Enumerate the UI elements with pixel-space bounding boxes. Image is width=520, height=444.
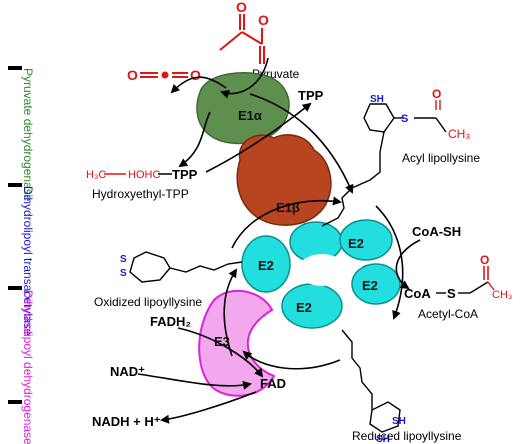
arrow-fadh2-to-fad: [177, 327, 264, 378]
reaction-arrows: [137, 57, 421, 424]
side-bar: [8, 400, 22, 404]
reduced-lipoyllysine-label: Reduced lipoyllysine: [352, 429, 462, 443]
co2-structure: O O: [127, 67, 201, 83]
side-label-dlat: Dihydrolipoyl transacetylase: [21, 186, 35, 336]
e2-complex: [241, 219, 401, 329]
pyruvate-oxygen-right: O: [258, 12, 269, 28]
side-label-pdh: Pyruvate dehydrogenase: [21, 68, 35, 202]
e2-label-right: E2: [362, 278, 378, 293]
acyl-s-label: S: [401, 113, 408, 125]
fadh2-label: FADH₂: [150, 314, 191, 329]
arrow-cycle-right: [375, 205, 404, 320]
arrow-pyruvate-in: [220, 57, 269, 99]
lipoyl-arm-bottom: [341, 329, 373, 410]
e3-label: E3: [214, 334, 230, 349]
acyl-ch3: CH₃: [448, 127, 470, 141]
reduced-sh-top: SH: [392, 416, 406, 427]
acetyl-coa-ch3: CH₃: [492, 289, 512, 301]
acetyl-coa-bond-3: [469, 281, 489, 294]
acyl-oxygen: O: [432, 87, 441, 101]
acyl-lipoyl-ring: [363, 100, 447, 153]
side-label-dld: Dihydrolipoyl dehydrogenase: [21, 290, 35, 444]
acyl-lipoyllysine-label: Acyl lipollysine: [402, 151, 480, 165]
acetyl-coa-bond-4: [487, 281, 495, 291]
arrow-co2-out: [170, 76, 227, 94]
side-bar: [8, 286, 22, 290]
arrow-cycle-bottom: [242, 350, 341, 370]
co2-oxygen-right: O: [190, 67, 201, 83]
fad-label: FAD: [260, 376, 286, 391]
acetyl-coa-s: S: [447, 286, 456, 301]
reduced-sh-bottom: SH: [376, 434, 390, 444]
e2-subunit-left: [241, 235, 291, 293]
hydroxyethyl-tpp-label: Hydroxyethyl-TPP: [92, 187, 189, 201]
e2-label-left: E2: [258, 258, 274, 273]
oxidized-s-bottom: S: [120, 268, 127, 279]
arrow-cycle-left: [223, 268, 238, 357]
e2-label-top: E2: [348, 236, 364, 251]
acetyl-coa-oxygen: O: [480, 253, 489, 267]
arrow-nad-in: [137, 373, 252, 390]
oxidized-lipoyl-ring: [129, 251, 171, 283]
lipoyl-arm-left: [169, 261, 243, 273]
co2-oxygen-left: O: [127, 67, 138, 83]
hohc-label: HOHC: [128, 169, 160, 181]
acetyl-coa-label: Acetyl-CoA: [418, 307, 478, 321]
acetyl-coa-coa: CoA: [404, 286, 431, 301]
arrow-acyl-transfer: [249, 93, 354, 194]
hydroxyethyl-tpp-group: TPP: [172, 167, 198, 182]
e2-subunit-top-right: [339, 219, 393, 261]
e2-subunit-bottom: [281, 283, 343, 329]
acyl-sh-label: SH: [370, 94, 384, 105]
pyruvate-oxygen-top: O: [236, 0, 247, 15]
e1a-subunit: [196, 72, 290, 145]
arrow-nadh-out: [160, 391, 257, 424]
nadh-label: NADH + H⁺: [92, 414, 161, 429]
nad-label: NAD⁺: [110, 364, 145, 379]
coa-sh-label: CoA-SH: [412, 224, 461, 239]
tpp-label: TPP: [298, 88, 324, 103]
arrow-coa: [395, 239, 421, 290]
e2-center: [298, 254, 346, 286]
oxidized-lipoyllysine-label: Oxidized lipoyllysine: [94, 295, 202, 309]
side-bars: [8, 66, 22, 404]
side-bar: [8, 66, 22, 70]
e1b-subunit: [236, 134, 332, 226]
pyruvate-structure: [219, 14, 265, 64]
side-bar: [8, 183, 22, 187]
h3c-label: H₃C: [86, 169, 106, 181]
oxidized-s-top: S: [120, 254, 127, 265]
arrow-tpp-regen: [205, 102, 312, 173]
reduced-lipoyl-ring: [369, 401, 401, 433]
arrow-to-hydroxyethyl: [178, 111, 211, 168]
e1a-label: E1α: [238, 108, 262, 123]
arrow-cycle-top: [231, 196, 342, 249]
e2-label-bottom: E2: [296, 300, 312, 315]
